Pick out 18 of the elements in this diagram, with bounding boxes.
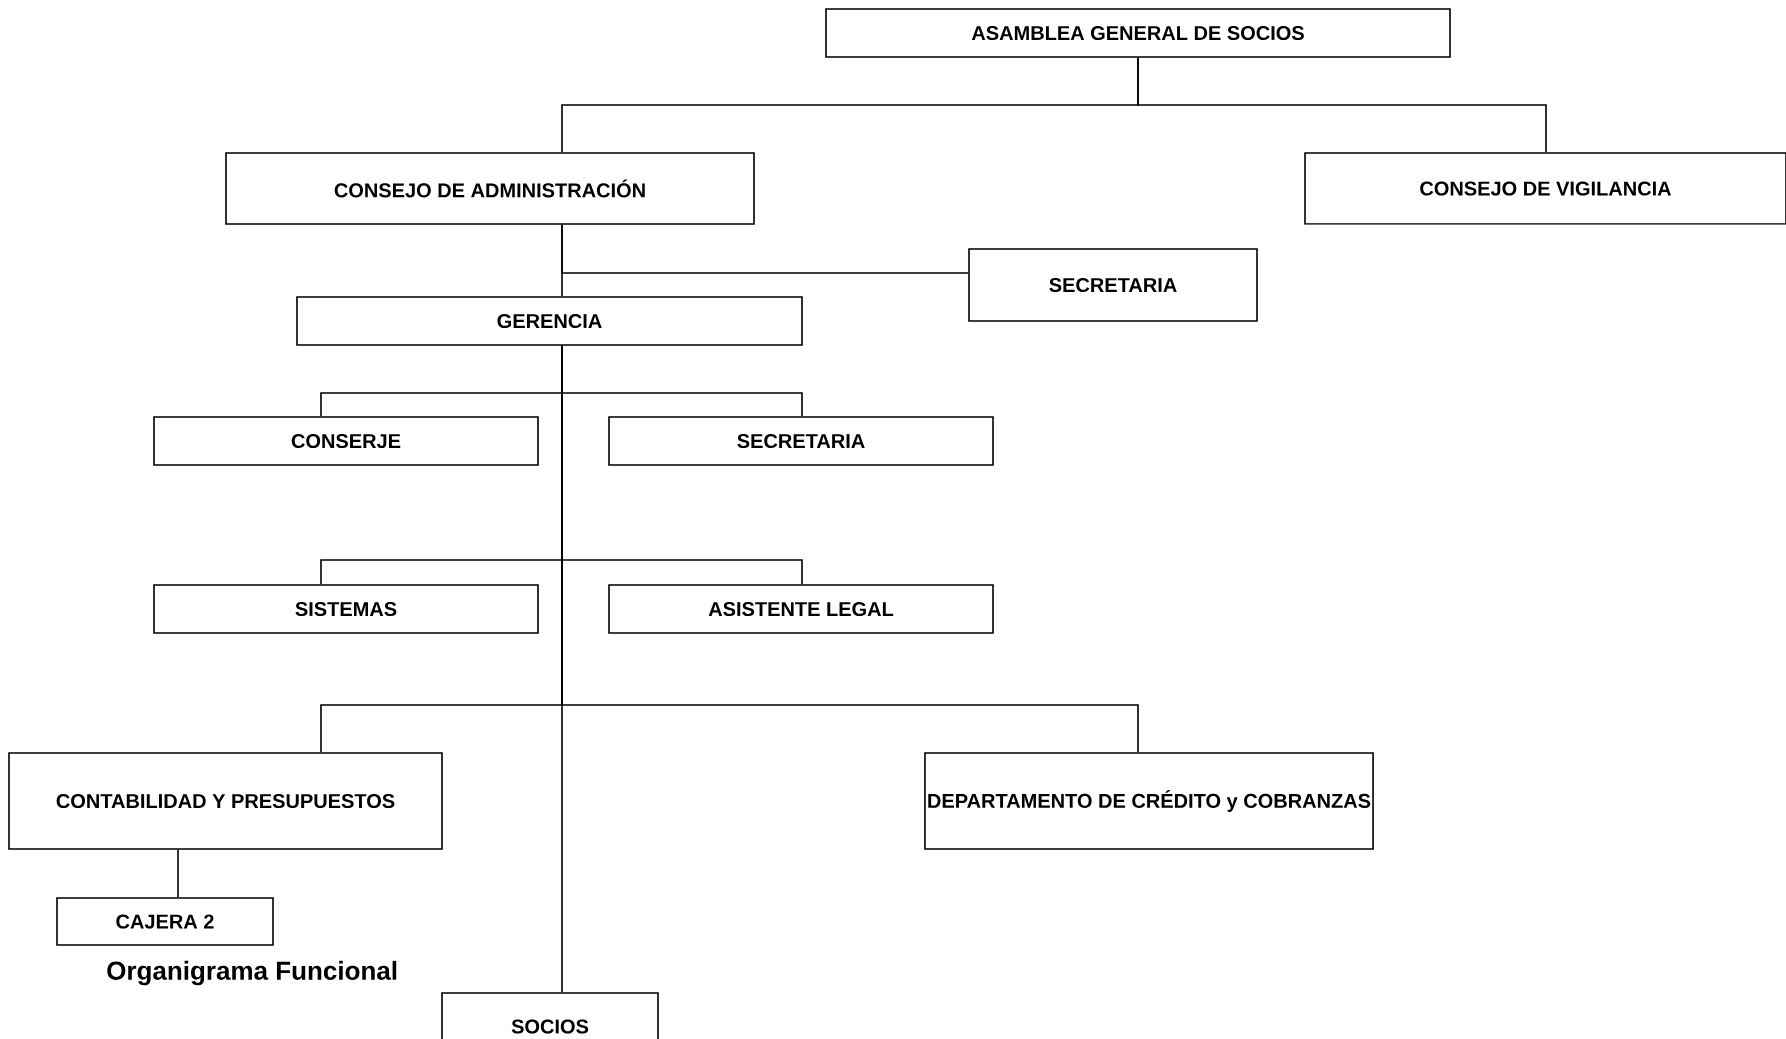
- org-box: CONTABILIDAD Y PRESUPUESTOS: [8, 752, 443, 850]
- org-box: DEPARTAMENTO DE CRÉDITO y COBRANZAS: [924, 752, 1374, 850]
- org-box: SISTEMAS: [153, 584, 539, 634]
- connector-line: [561, 224, 969, 274]
- org-box: SECRETARIA: [608, 416, 994, 466]
- org-box: CAJERA 2: [56, 897, 274, 946]
- org-box: ASISTENTE LEGAL: [608, 584, 994, 634]
- org-box: CONSEJO DE VIGILANCIA: [1304, 152, 1786, 225]
- org-box: CONSEJO DE ADMINISTRACIÓN: [225, 152, 755, 225]
- caption: Organigrama Funcional: [107, 960, 397, 986]
- connector-line: [561, 345, 563, 993]
- org-box: ASAMBLEA GENERAL DE SOCIOS: [825, 8, 1451, 58]
- connector-line: [177, 849, 179, 898]
- org-box: GERENCIA: [296, 296, 803, 346]
- connector-line: [1137, 57, 1547, 153]
- org-box: SOCIOS: [441, 992, 659, 1039]
- org-box: CONSERJE: [153, 416, 539, 466]
- org-box: SECRETARIA: [968, 248, 1258, 322]
